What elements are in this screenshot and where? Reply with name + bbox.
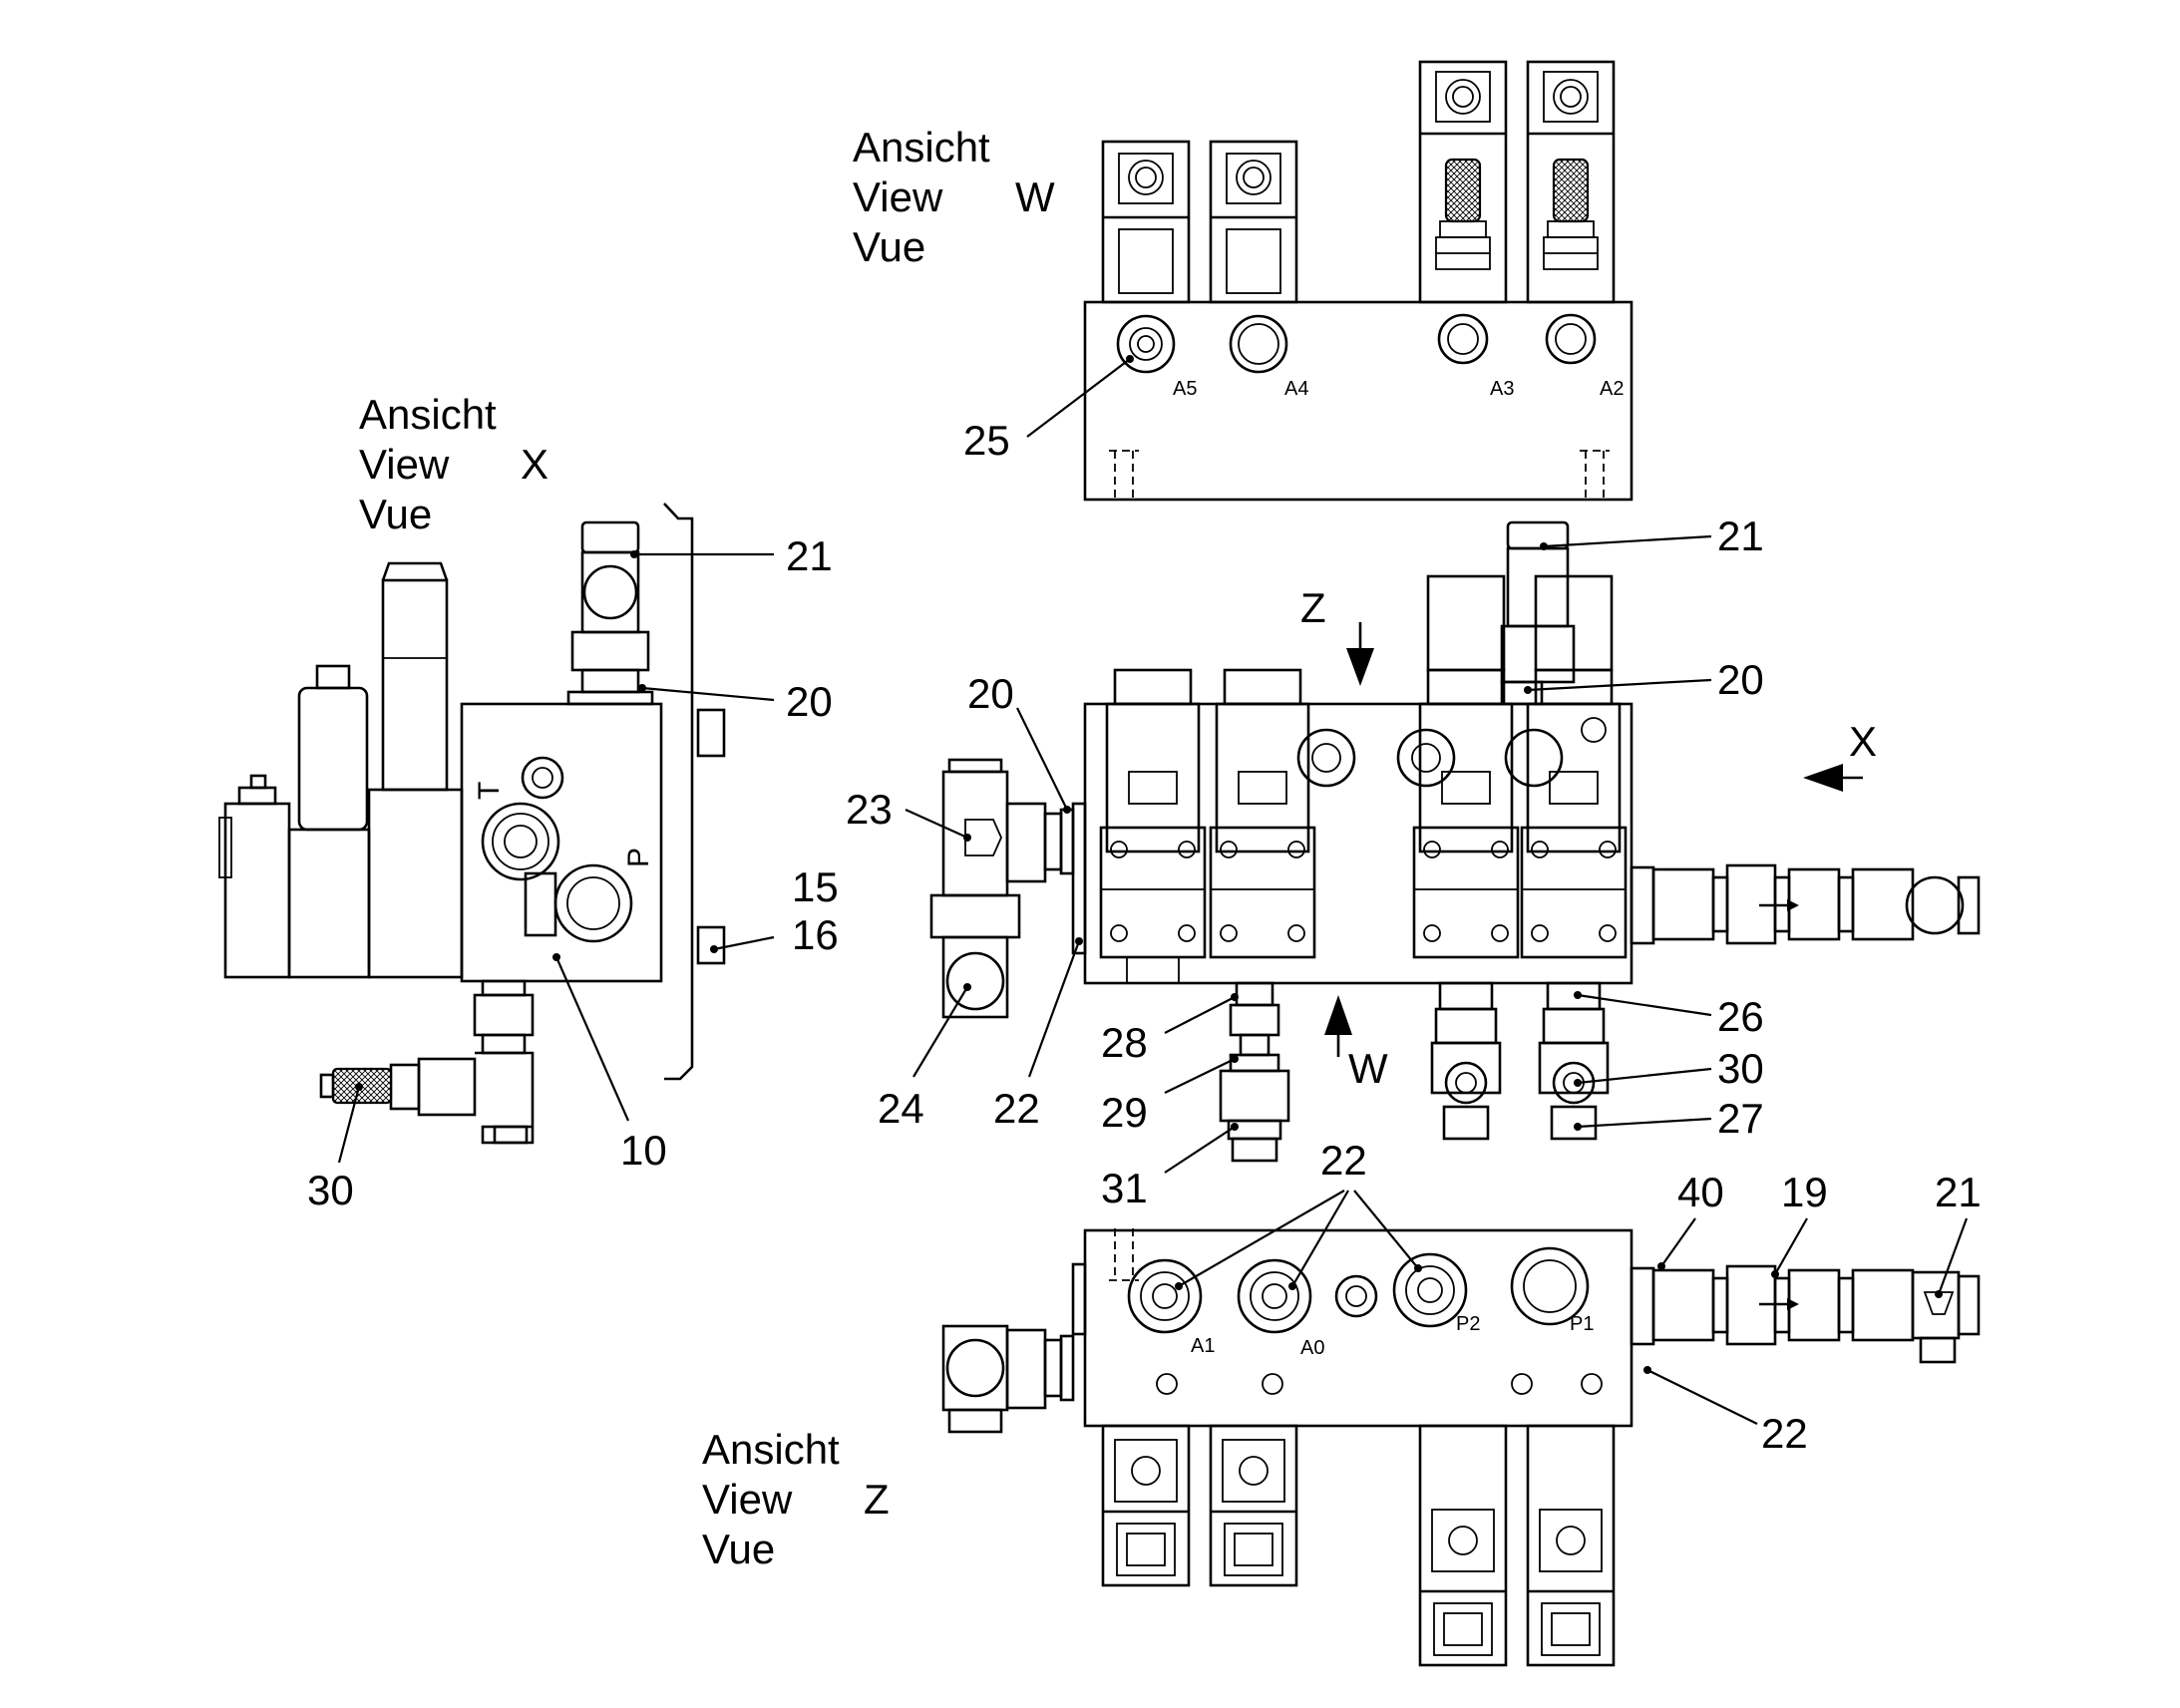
view-x: Ansicht View Vue X T P: [218, 391, 839, 1213]
main-valve-1: [1099, 668, 1207, 984]
view-x-title-letter: X: [521, 441, 548, 488]
view-x-title-line2: View: [359, 441, 450, 488]
callout-30-view-x: 30: [307, 1167, 354, 1213]
callout-20-main-left: 20: [967, 670, 1014, 717]
view-w: Ansicht View Vue W: [853, 60, 1634, 502]
main-valve-3: [1412, 574, 1520, 959]
view-w-port-label-a2: A2: [1600, 378, 1624, 400]
direction-marker-w: W: [1348, 1045, 1388, 1092]
view-w-manifold-block: [1083, 300, 1634, 502]
callout-24: 24: [878, 1085, 924, 1132]
main-valve-2: [1209, 668, 1316, 959]
view-z-solenoid-3: [1418, 1424, 1508, 1667]
view-w-title-line1: Ansicht: [853, 124, 990, 171]
view-z-solenoid-2: [1209, 1424, 1298, 1587]
view-z-port-label-a1: A1: [1191, 1335, 1215, 1357]
view-w-solenoid-a3: [1418, 60, 1508, 365]
view-x-port-label-t: T: [473, 782, 506, 800]
callout-22-view-z-top: 22: [1320, 1137, 1367, 1184]
view-z-solenoid-1: [1101, 1424, 1191, 1587]
view-x-manifold-block: [460, 702, 663, 983]
view-w-solenoid-a5: [1101, 140, 1191, 304]
callout-19: 19: [1781, 1169, 1828, 1215]
view-x-title-line3: Vue: [359, 491, 432, 537]
view-z-port-label-p2: P2: [1456, 1313, 1480, 1335]
view-z-title-letter: Z: [864, 1476, 890, 1523]
view-w-port-label-a4: A4: [1284, 378, 1308, 400]
callout-22-view-z-right: 22: [1761, 1410, 1808, 1457]
callout-27: 27: [1717, 1095, 1764, 1142]
callout-21-view-z: 21: [1935, 1169, 1982, 1215]
view-x-port-label-p: P: [622, 848, 655, 867]
view-x-mounting-plate: [663, 503, 694, 1081]
callout-15: 15: [792, 863, 839, 910]
callout-22-main: 22: [993, 1085, 1040, 1132]
view-z-solenoid-4: [1526, 1424, 1616, 1667]
view-z-title-line2: View: [702, 1476, 793, 1523]
view-z-title-line1: Ansicht: [702, 1426, 840, 1473]
view-w-port-a5: [1116, 314, 1176, 374]
view-z-port-label-p1: P1: [1570, 1313, 1594, 1335]
view-x-title-line1: Ansicht: [359, 391, 497, 438]
view-w-solenoid-a4: [1209, 140, 1298, 304]
view-w-title-letter: W: [1015, 173, 1055, 220]
callout-20-main-right: 20: [1717, 656, 1764, 703]
callout-21-view-x: 21: [786, 532, 833, 579]
view-w-solenoid-a2: [1526, 60, 1616, 365]
callout-20-view-x: 20: [786, 678, 833, 725]
callout-31: 31: [1101, 1165, 1148, 1211]
callout-16: 16: [792, 911, 839, 958]
view-w-port-label-a3: A3: [1490, 378, 1514, 400]
direction-marker-z: Z: [1300, 584, 1326, 631]
callout-28: 28: [1101, 1019, 1148, 1066]
main-bottom-fitting-4: [1538, 981, 1610, 1141]
callout-26: 26: [1717, 993, 1764, 1040]
callout-25: 25: [963, 417, 1010, 464]
view-w-title-line3: Vue: [853, 223, 925, 270]
main-manifold-block: [1083, 702, 1634, 985]
view-w-port-label-a5: A5: [1173, 378, 1197, 400]
view-x-solenoid-left: [223, 802, 291, 979]
view-z: Ansicht View Vue Z A1 A0 P2 P1: [702, 1137, 1982, 1667]
view-z-title-line3: Vue: [702, 1526, 775, 1572]
view-w-title-line2: View: [853, 173, 943, 220]
callout-21-main: 21: [1717, 512, 1764, 559]
callout-29: 29: [1101, 1089, 1148, 1136]
callout-40: 40: [1677, 1169, 1724, 1215]
main-view: Z X W 21 20 20 23 24 22 28 29 31 26 30 2…: [846, 512, 1981, 1211]
view-z-port-label-a0: A0: [1300, 1337, 1324, 1359]
direction-marker-x: X: [1849, 718, 1877, 765]
view-w-port-a4: [1229, 314, 1288, 374]
callout-23: 23: [846, 786, 893, 833]
callout-10: 10: [620, 1127, 667, 1174]
callout-30-main: 30: [1717, 1045, 1764, 1092]
main-bottom-fitting-3: [1430, 981, 1502, 1141]
